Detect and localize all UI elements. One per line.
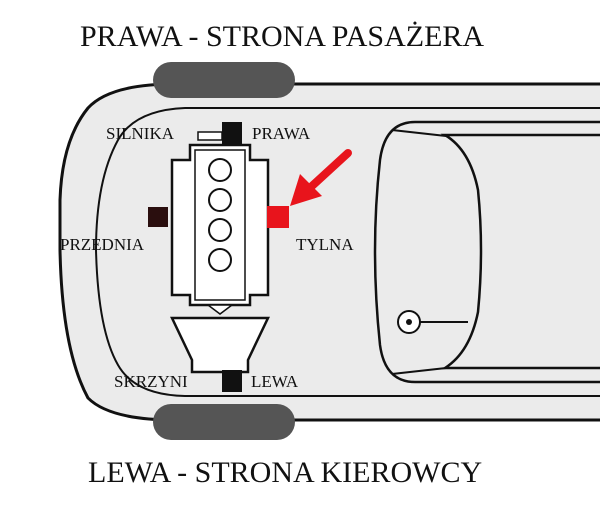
cylinder-1 [208, 158, 232, 182]
cylinder-3 [208, 218, 232, 242]
windshield-inner [440, 133, 600, 370]
gearbox [170, 316, 270, 374]
red-arrow-icon [290, 149, 352, 206]
label-left: LEWA [251, 372, 299, 391]
heading-top: PRAWA - STRONA PASAŻERA [80, 20, 484, 53]
label-engine-right: SILNIKA [106, 124, 175, 143]
car-body-inner [94, 107, 600, 397]
engine-head [194, 149, 246, 301]
mount-rear [267, 206, 289, 228]
mount-front [148, 207, 168, 227]
cylinder-2 [208, 188, 232, 212]
label-rear: TYLNA [296, 235, 354, 254]
mount-bracket [197, 131, 223, 141]
tire-top [153, 62, 295, 98]
steering-column-center [406, 319, 412, 325]
windshield-edge-bottom [391, 367, 447, 375]
mount-gearbox-left [222, 370, 242, 392]
tire-bottom [153, 404, 295, 440]
cylinder-4 [208, 248, 232, 272]
label-front: PRZEDNIA [60, 235, 145, 254]
mount-engine-right [222, 122, 242, 144]
engine-gearbox-joint [205, 304, 235, 315]
windshield [373, 120, 600, 384]
heading-bottom: LEWA - STRONA KIEROWCY [88, 456, 482, 489]
label-gearbox: SKRZYNI [114, 372, 188, 391]
windshield-edge-top [391, 129, 447, 137]
label-right: PRAWA [252, 124, 311, 143]
